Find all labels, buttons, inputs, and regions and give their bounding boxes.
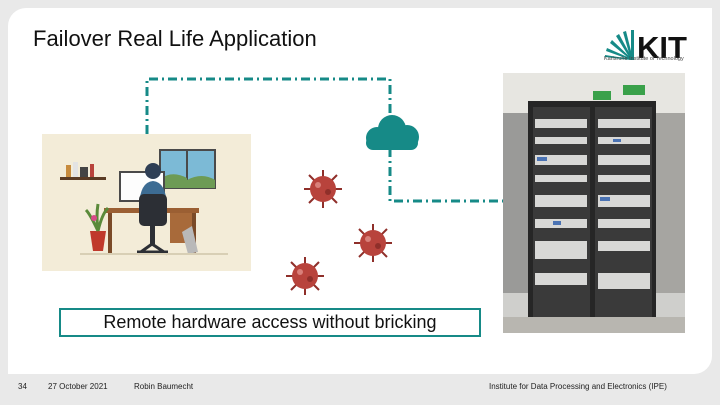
footer-date: 27 October 2021 xyxy=(48,382,108,391)
server-rack-photo xyxy=(503,73,685,333)
logo-subtitle: Karlsruhe Institute of Technology xyxy=(604,56,684,62)
slide-title: Failover Real Life Application xyxy=(33,26,317,51)
virus-icon xyxy=(354,224,392,262)
footer-institute: Institute for Data Processing and Electr… xyxy=(489,382,667,391)
caption-text: Remote hardware access without bricking xyxy=(103,312,437,332)
cloud-icon xyxy=(366,115,419,150)
kit-logo-text: KIT xyxy=(637,30,687,65)
slide: Failover Real Life Application KIT Karls… xyxy=(8,8,712,374)
caption-box: Remote hardware access without bricking xyxy=(59,308,481,337)
virus-icon xyxy=(304,170,342,208)
office-illustration xyxy=(42,134,251,271)
page-number: 34 xyxy=(18,382,27,391)
virus-icon xyxy=(286,257,324,295)
footer-author: Robin Baumecht xyxy=(134,382,194,391)
kit-logo: KIT xyxy=(605,30,687,65)
footer: 34 27 October 2021 Robin Baumecht Instit… xyxy=(0,374,720,405)
